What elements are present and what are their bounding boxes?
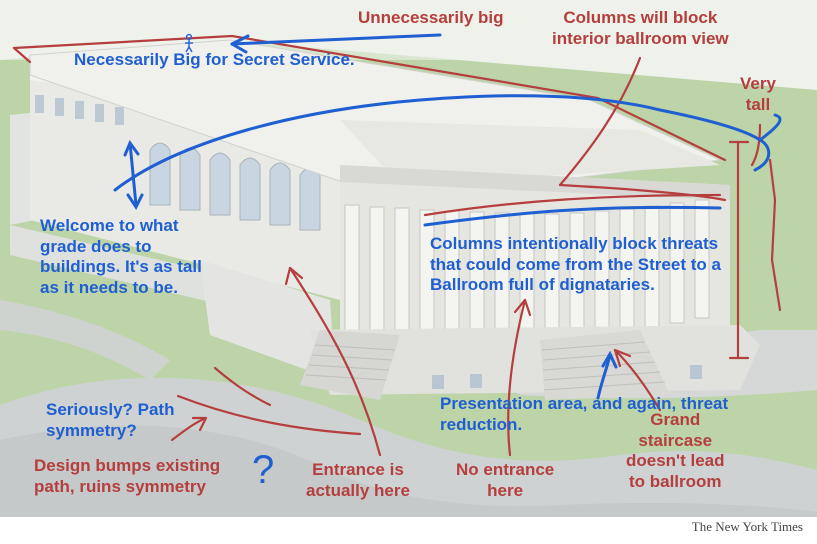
annotation-entrance-here: Entrance is actually here	[306, 460, 410, 500]
source-credit: The New York Times	[691, 519, 803, 534]
annotation-welcome-grade: Welcome to what grade does to buildings.…	[40, 216, 202, 298]
annotation-design-bumps: Design bumps existing path, ruins symmet…	[34, 456, 221, 496]
annotation-necessarily-big: Necessarily Big for Secret Service.	[74, 50, 355, 69]
annotation-grand-staircase: Grand staircase doesn't lead to ballroom	[626, 410, 725, 492]
annotation-columns-block-view: Columns will block interior ballroom vie…	[552, 8, 729, 48]
annotation-very-tall: Very tall	[740, 74, 776, 114]
annotation-presentation-area: Presentation area, and again, threat red…	[440, 394, 729, 434]
annotation-no-entrance: No entrance here	[456, 460, 555, 500]
annotation-question-mark: ?	[252, 448, 275, 492]
annotation-columns-block-threats: Columns intentionally block threats that…	[430, 234, 721, 295]
annotation-seriously-path: Seriously? Path symmetry?	[46, 400, 175, 440]
annotation-unnecessarily-big: Unnecessarily big	[358, 8, 504, 27]
